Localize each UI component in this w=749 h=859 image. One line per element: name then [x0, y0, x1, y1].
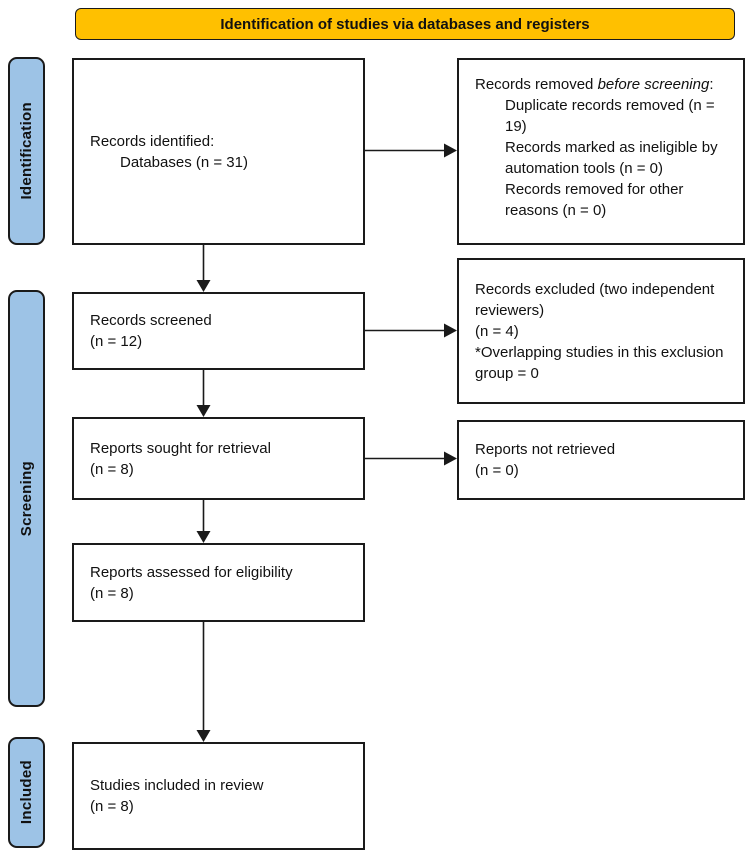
- records-screened-line2: (n = 12): [90, 333, 143, 350]
- studies-included-line1: Studies included in review: [90, 777, 264, 794]
- records-excluded-line3: *Overlapping studies in this exclusion g…: [475, 343, 724, 382]
- reports-not-retrieved-line1: Reports not retrieved: [475, 441, 616, 458]
- arrow-sought-to-not-retrieved: [365, 451, 457, 466]
- box-records-removed-before-screening: Records removed before screening: Duplic…: [457, 58, 745, 245]
- stage-label-included-text: Included: [18, 760, 35, 825]
- stage-label-included: Included: [8, 737, 45, 848]
- stage-label-identification: Identification: [8, 57, 45, 245]
- records-removed-intro-suffix: :: [709, 76, 714, 93]
- arrow-identified-to-screened: [196, 245, 211, 292]
- records-identified-line1: Records identified:: [90, 132, 215, 150]
- studies-included-line2: (n = 8): [90, 798, 134, 815]
- arrow-identified-to-removed: [365, 143, 457, 158]
- records-removed-intro-italic: before screening: [597, 76, 710, 93]
- arrow-sought-to-assessed: [196, 500, 211, 543]
- records-removed-item-automation: Records marked as ineligible by automati…: [505, 139, 718, 177]
- stage-label-identification-text: Identification: [18, 102, 35, 200]
- reports-sought-line2: (n = 8): [90, 460, 134, 478]
- box-records-excluded: Records excluded (two independent review…: [457, 258, 745, 404]
- records-excluded-line2: (n = 4): [475, 322, 519, 340]
- records-removed-item-duplicates: Duplicate records removed (n = 19): [505, 97, 715, 135]
- stage-label-screening: Screening: [8, 290, 45, 707]
- box-reports-assessed: Reports assessed for eligibility (n = 8): [72, 543, 365, 622]
- reports-assessed-line2: (n = 8): [90, 584, 134, 602]
- records-removed-item-other: Records removed for other reasons (n = 0…: [505, 181, 684, 219]
- reports-sought-line1: Reports sought for retrieval: [90, 439, 271, 457]
- arrow-screened-to-excluded: [365, 323, 457, 338]
- reports-assessed-line1: Reports assessed for eligibility: [90, 563, 293, 581]
- box-records-identified: Records identified: Databases (n = 31): [72, 58, 365, 245]
- arrow-screened-to-sought: [196, 370, 211, 417]
- reports-not-retrieved-line2: (n = 0): [475, 462, 519, 479]
- records-screened-line1: Records screened: [90, 312, 212, 329]
- arrow-assessed-to-included: [196, 622, 211, 742]
- records-removed-intro: Records removed before screening:: [475, 74, 729, 95]
- records-excluded-line1: Records excluded (two independent review…: [475, 280, 715, 319]
- stage-label-screening-text: Screening: [18, 460, 35, 537]
- flow-header-banner: Identification of studies via databases …: [75, 8, 735, 40]
- records-removed-intro-plain: Records removed: [475, 76, 598, 93]
- box-studies-included: Studies included in review (n = 8): [72, 742, 365, 850]
- box-records-screened: Records screened (n = 12): [72, 292, 365, 370]
- box-reports-not-retrieved: Reports not retrieved (n = 0): [457, 420, 745, 500]
- box-reports-sought: Reports sought for retrieval (n = 8): [72, 417, 365, 500]
- records-identified-line2: Databases (n = 31): [120, 153, 248, 171]
- flow-header-title: Identification of studies via databases …: [220, 15, 590, 33]
